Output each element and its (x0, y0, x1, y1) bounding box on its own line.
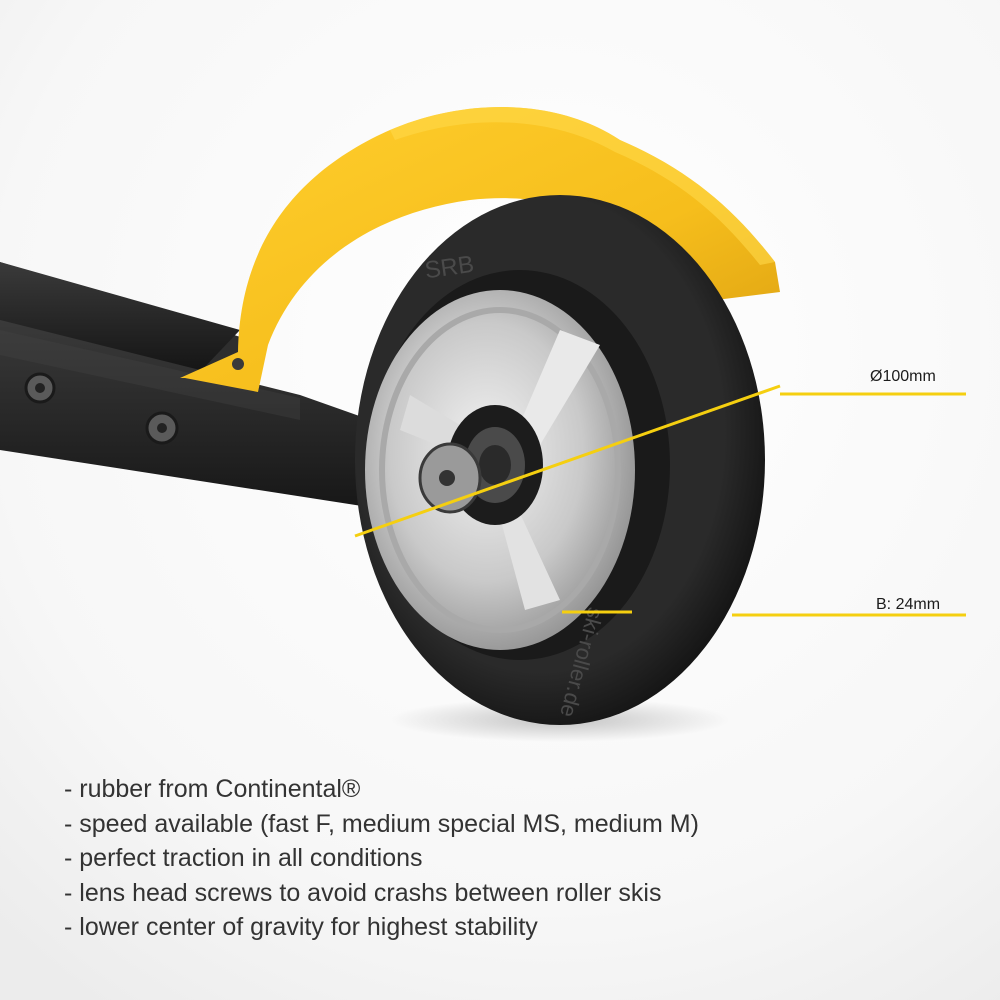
width-label: B: 24mm (876, 596, 941, 613)
feature-item: - rubber from Continental® (64, 775, 361, 803)
feature-item: - perfect traction in all conditions (64, 844, 423, 872)
feature-list: - rubber from Continental® - speed avail… (64, 772, 699, 945)
frame-screws (24, 372, 179, 445)
axle-bolt (418, 442, 482, 514)
yellow-fender (180, 107, 780, 393)
wheel (355, 195, 765, 725)
diameter-label: Ø100mm (870, 368, 936, 385)
ski-frame (0, 262, 470, 520)
diameter-dimension-line (354, 384, 781, 538)
feature-item: - speed available (fast F, medium specia… (64, 809, 699, 838)
feature-item: - lens head screws to avoid crashs betwe… (64, 878, 662, 907)
feature-item: - lower center of gravity for highest st… (64, 913, 538, 941)
